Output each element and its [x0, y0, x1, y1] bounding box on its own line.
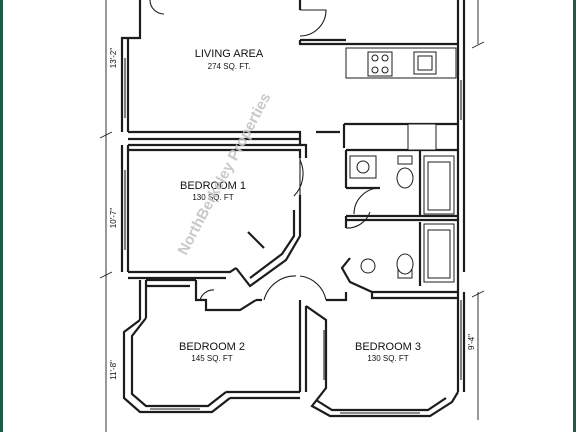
refrigerator [407, 123, 437, 151]
bedroom1-label: BEDROOM 1 [180, 180, 246, 192]
fixtures [349, 51, 455, 283]
exterior-walls [120, 0, 466, 418]
bedroom3-size: 130 SQ. FT [367, 354, 408, 363]
bedroom1-size: 130 SQ. FT [192, 193, 233, 202]
door-swings [149, 0, 381, 301]
kitchen-counter [345, 47, 457, 79]
dim-bedroom3-height: 9'-4" [467, 334, 476, 350]
frame-right [573, 0, 576, 432]
bath2-door-swing [345, 211, 371, 229]
bedroom2-door-swing [263, 275, 297, 301]
bedroom2-label: BEDROOM 2 [179, 341, 245, 353]
bath1-toilet [396, 167, 414, 189]
living-area-size: 274 SQ. FT. [208, 62, 251, 71]
dim-living-height: 13'-2" [109, 48, 118, 69]
stove [367, 51, 393, 77]
bedroom3-door-swing [299, 275, 327, 301]
windows [124, 58, 462, 414]
bath2-toilet [396, 253, 414, 275]
dim-bedroom2-height: 11'-8" [109, 360, 118, 380]
dimension-lines [99, 0, 485, 432]
bedroom3-label: BEDROOM 3 [355, 341, 421, 353]
bath1-toilet-tank [397, 155, 413, 165]
closet-door-swing [199, 289, 215, 301]
watermark: NorthBerkeley Properties [175, 90, 275, 258]
bedroom1-door-swing [293, 158, 304, 197]
top-door-swing [149, 0, 165, 15]
bedroom2-size: 145 SQ. FT [191, 354, 232, 363]
living-area-label: LIVING AREA [195, 48, 264, 60]
entry-door-swing [299, 9, 327, 37]
frame-left [0, 0, 3, 432]
bath1-door-swing [353, 187, 381, 215]
bath2-sink [360, 258, 376, 274]
dim-bedroom1-height: 10'-7" [109, 208, 118, 229]
